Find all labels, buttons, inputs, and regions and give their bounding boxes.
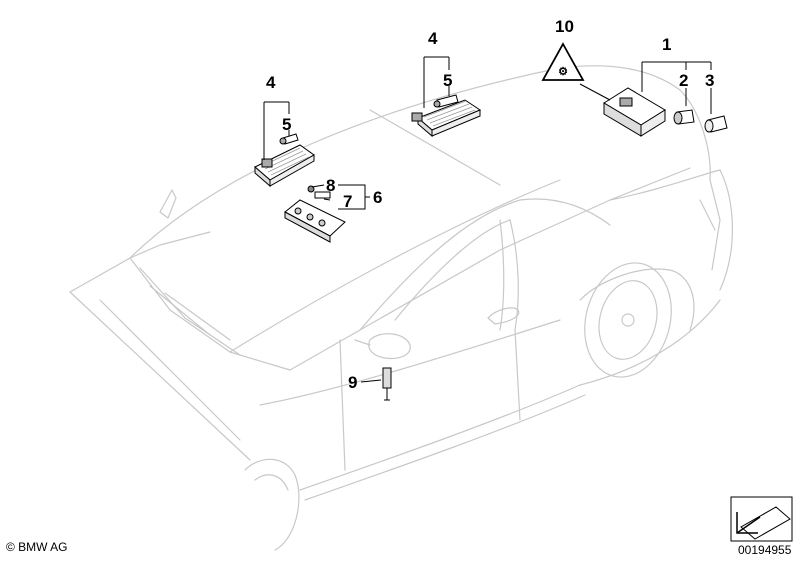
callout-8: 8 — [326, 176, 336, 195]
bulb-small — [307, 185, 331, 199]
diagram-number: 00194955 — [738, 543, 792, 557]
reading-light-middle — [411, 99, 482, 138]
svg-text:⚙: ⚙ — [558, 66, 568, 78]
cap-part-3 — [704, 115, 728, 133]
callout-6: 6 — [373, 188, 383, 207]
callout-5-left: 5 — [282, 115, 292, 134]
door-contact-switch — [382, 367, 392, 401]
callout-4-left: 4 — [266, 73, 276, 92]
callout-7: 7 — [343, 192, 353, 211]
warning-triangle-icon: ⚙ — [541, 42, 585, 81]
reading-light-left — [254, 144, 315, 188]
callout-1: 1 — [662, 35, 672, 54]
luggage-light — [603, 87, 666, 137]
copyright-text: © BMW AG — [6, 540, 68, 554]
callout-9: 9 — [348, 373, 358, 392]
callout-leaders — [263, 56, 712, 383]
arrow-nav-icon — [730, 496, 793, 542]
bulb-left — [279, 133, 299, 145]
callout-5-middle: 5 — [443, 71, 453, 90]
callout-2: 2 — [679, 71, 689, 90]
bulb-middle — [433, 94, 459, 108]
bulb-part-2 — [673, 109, 695, 125]
callout-10: 10 — [555, 17, 574, 36]
callout-3: 3 — [705, 71, 715, 90]
interior-light-console — [284, 199, 346, 243]
callout-4-middle: 4 — [428, 29, 438, 48]
car-body-outline — [69, 65, 733, 551]
